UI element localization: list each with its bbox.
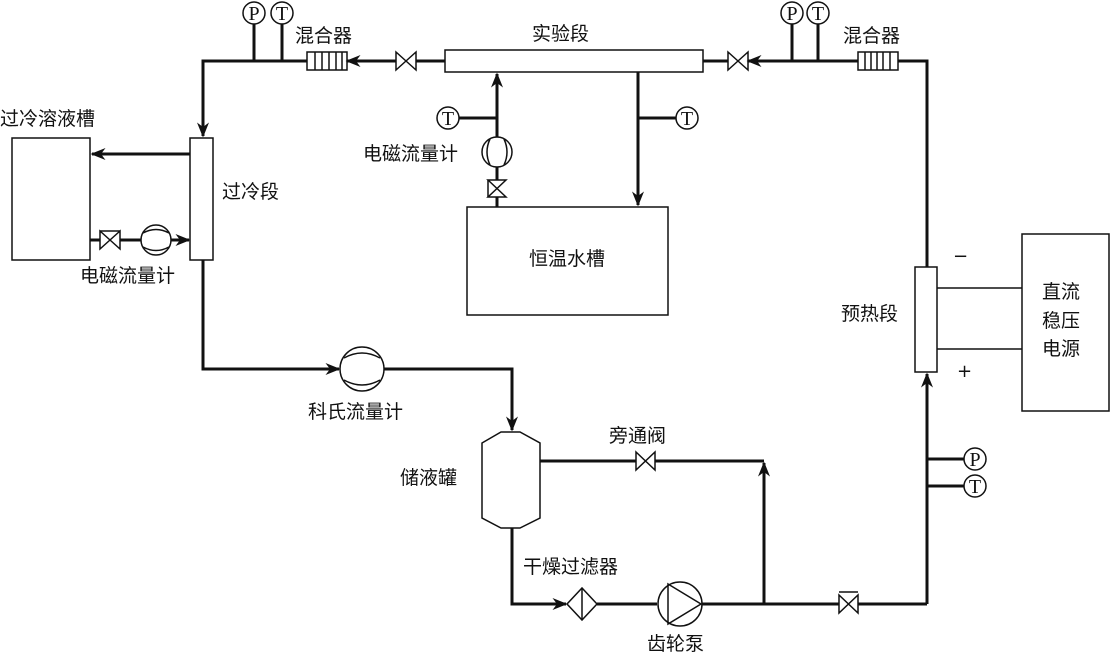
positive-sign: +: [957, 361, 972, 382]
valve-test-inlet[interactable]: [703, 50, 749, 72]
temperature-symbol: T: [969, 476, 981, 498]
valve-main[interactable]: [838, 591, 859, 615]
thermostatic-bath: [466, 206, 669, 316]
pipe-preheat-to-mixer: [898, 59, 929, 267]
mixer-right: [857, 51, 899, 71]
temperature-symbol: T: [812, 3, 824, 25]
temperature-gauge-left: T: [270, 1, 294, 61]
pipe-subcool-to-coriolis: [201, 260, 341, 375]
dryer-filter-label: 干燥过滤器: [523, 556, 618, 578]
coriolis-flowmeter: [339, 346, 385, 392]
pressure-symbol: P: [969, 449, 980, 471]
dc-power-supply-line1: 直流: [1042, 281, 1080, 303]
valve-bath[interactable]: [486, 179, 508, 198]
pipe-receiver-to-filter: [510, 528, 568, 610]
receiver-tank: [481, 431, 541, 529]
negative-sign: −: [953, 246, 968, 267]
test-section: [444, 49, 704, 73]
pipe-coriolis-to-receiver: [384, 367, 518, 432]
subcool-section-label: 过冷段: [222, 181, 279, 203]
pressure-symbol: P: [248, 3, 259, 25]
coriolis-flowmeter-label: 科氏流量计: [308, 401, 403, 423]
thermostatic-bath-label: 恒温水槽: [529, 248, 605, 270]
temperature-gauge-bath-inlet: T: [436, 106, 497, 130]
bypass-valve-label: 旁通阀: [609, 425, 666, 447]
test-section-label: 实验段: [532, 23, 589, 45]
preheat-section: [914, 266, 938, 373]
gear-pump: [657, 581, 703, 627]
em-flowmeter-bath: [481, 136, 513, 168]
pressure-symbol: P: [786, 3, 797, 25]
pipe-pump-to-preheat: [702, 372, 933, 606]
valve-subcool[interactable]: [99, 229, 121, 251]
temperature-symbol: T: [276, 3, 288, 25]
valve-test-outlet[interactable]: [395, 50, 417, 72]
em-flowmeter-subcool-label: 电磁流量计: [80, 265, 175, 287]
pipe-bypass: [540, 459, 770, 604]
dc-power-supply-line2: 稳压: [1042, 310, 1080, 332]
subcool-tank: [11, 137, 91, 261]
temperature-symbol: T: [442, 108, 454, 130]
gear-pump-label: 齿轮泵: [647, 633, 704, 655]
temperature-gauge-bath-outlet: T: [638, 106, 699, 130]
mixer-left-label: 混合器: [295, 25, 352, 47]
pressure-gauge-right: P: [780, 1, 804, 61]
bypass-valve[interactable]: [635, 450, 656, 472]
pressure-gauge-left: P: [242, 1, 266, 61]
temperature-symbol: T: [681, 108, 693, 130]
pipe-left-top: [197, 59, 307, 138]
mixer-left: [306, 51, 348, 71]
dc-power-supply: [1021, 233, 1110, 412]
em-flowmeter-subcool: [140, 224, 172, 256]
pressure-gauge-inlet: P: [927, 447, 987, 471]
em-flowmeter-bath-label: 电磁流量计: [363, 143, 458, 165]
temperature-gauge-right: T: [806, 1, 830, 61]
subcool-tank-label: 过冷溶液槽: [0, 108, 95, 130]
dryer-filter: [565, 586, 599, 622]
receiver-tank-label: 储液罐: [400, 467, 457, 489]
mixer-right-label: 混合器: [843, 25, 900, 47]
temperature-gauge-inlet: T: [927, 474, 987, 498]
preheat-section-label: 预热段: [841, 303, 898, 325]
dc-power-supply-line3: 电源: [1042, 338, 1080, 360]
subcool-section: [189, 137, 214, 261]
